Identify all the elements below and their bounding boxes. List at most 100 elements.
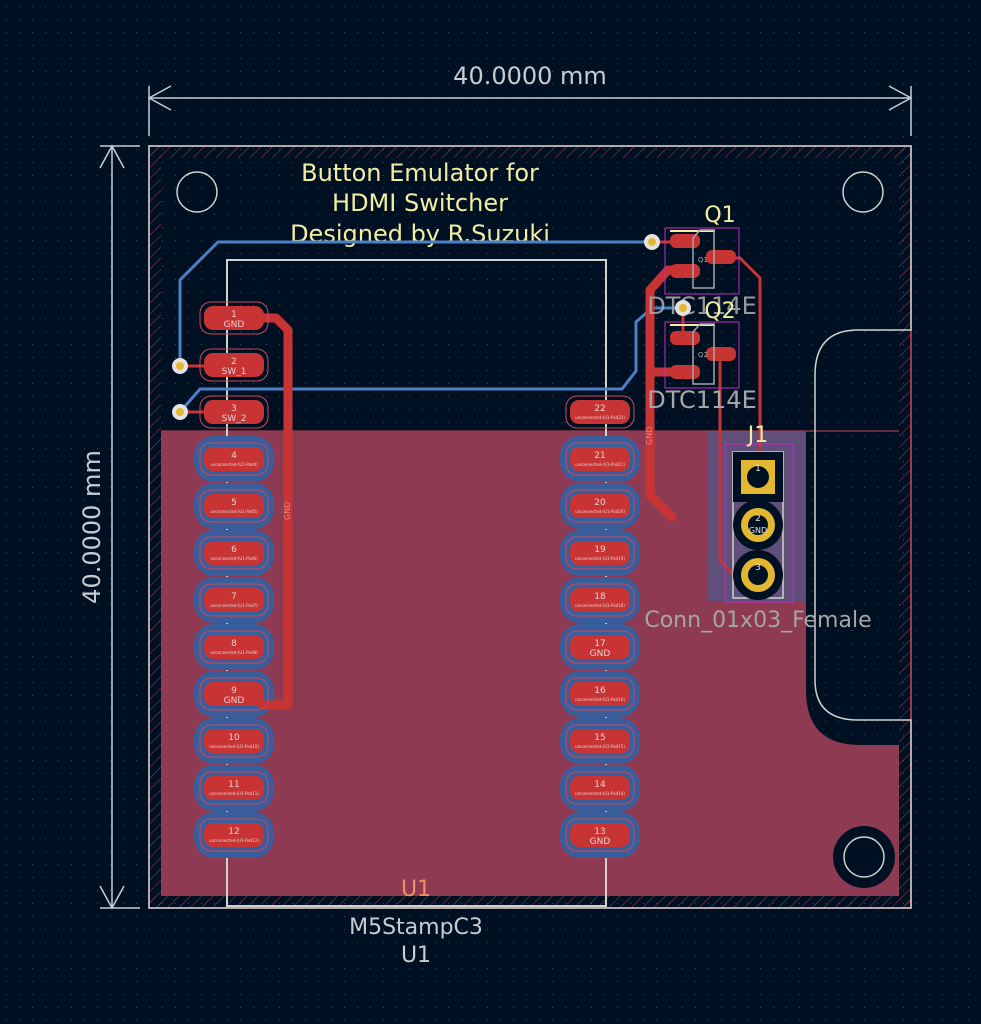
q2-footprint[interactable]: Q2 Q2 DTC114E [647,299,756,414]
pad-net: GND [590,837,611,847]
title-line-1: Button Emulator for [301,159,539,187]
vias [172,234,691,420]
q1-courtyard [664,227,740,295]
pad-copper [204,635,264,659]
pad-clearance [565,536,635,570]
mounting-hole-keepout [833,826,895,888]
pad-number: 7 [231,592,237,602]
pad-number: 21 [594,451,605,461]
pad-net: unconnected-(U1-Pad12) [209,838,259,843]
pad-net: GND [224,696,245,706]
pad-net: unconnected-(U1-Pad4) [210,462,258,467]
j1-pad-3[interactable]: 3 [741,558,775,592]
q2-pad-2[interactable] [670,365,700,379]
j1-footprint[interactable]: 1 2 GND 3 J1 Conn_01x03_Female [644,423,871,633]
via-sw1-left [172,358,188,374]
pad-number: 6 [231,545,237,555]
pad-clearance [199,442,269,476]
pad-number: 10 [228,733,240,743]
svg-text:3: 3 [755,563,761,573]
pad-number: 15 [594,733,605,743]
mounting-hole-top-right [842,171,884,213]
via-q1 [644,234,660,250]
q2-pad-3[interactable] [706,347,736,361]
u1-pad-3[interactable]: 3SW_2 [199,395,269,429]
pad-copper [570,494,630,518]
q2-pad-1[interactable] [670,331,700,345]
q2-courtyard [664,321,740,389]
pad-clearance [199,771,269,805]
pad-number: 5 [231,498,237,508]
pad-net: unconnected-(U1-Pad10) [209,744,259,749]
via-sw2-left [172,404,188,420]
pad-clearance [565,771,635,805]
pad-number: 18 [594,592,606,602]
u1-pad-2[interactable]: 2SW_1 [199,348,269,382]
u1-fab-reference: U1 [401,877,431,902]
pad-clearance [565,724,635,758]
pad-copper [204,588,264,612]
pad-net: SW_2 [222,414,247,424]
j1-pad-2[interactable]: 2 GND [741,508,775,542]
board-outline [148,145,912,909]
track-sw1-back [178,240,652,366]
j1-pad-1[interactable]: 1 [741,460,775,494]
pad-net: SW_1 [222,367,247,377]
j1-reference: J1 [746,423,769,448]
q1-pad-2[interactable] [670,264,700,278]
pad-copper [570,682,630,706]
pad-number: 9 [231,686,237,696]
pad-number: 8 [231,639,237,649]
dimension-height [99,144,140,910]
via-q2 [675,300,691,316]
pad-copper [570,588,630,612]
pad-net: unconnected-(U1-Pad8) [210,650,258,655]
pad-copper [204,729,264,753]
pad-clearance [199,395,269,429]
pad-copper [204,447,264,471]
pad-clearance [565,583,635,617]
pad-clearance [199,348,269,382]
pad-net: unconnected-(U1-Pad18) [575,603,625,608]
pad-clearance [565,677,635,711]
pad-number: 13 [594,827,605,837]
title-line-2: HDMI Switcher [332,189,508,217]
pad-number: 2 [231,357,237,367]
pad-copper [204,682,264,706]
q1-footprint[interactable]: Q1 Q1 DTC114E [647,203,756,320]
u1-reference: U1 [401,943,431,968]
mounting-hole-bottom-right [843,836,885,878]
gnd-track-label-left: GND [283,502,292,520]
gnd-track-label-right: GND [645,427,654,445]
pad-number: 3 [231,404,237,414]
q1-pad-3[interactable] [706,250,736,264]
pad-net: unconnected-(U1-Pad6) [210,556,258,561]
pad-net: unconnected-(U1-Pad11) [209,791,259,796]
width-dimension-label: 40.0000 mm [453,62,607,90]
pad-number: 22 [594,404,605,414]
pad-net: unconnected-(U1-Pad21) [575,462,625,467]
pad-clearance [565,630,635,664]
pad-copper [570,635,630,659]
